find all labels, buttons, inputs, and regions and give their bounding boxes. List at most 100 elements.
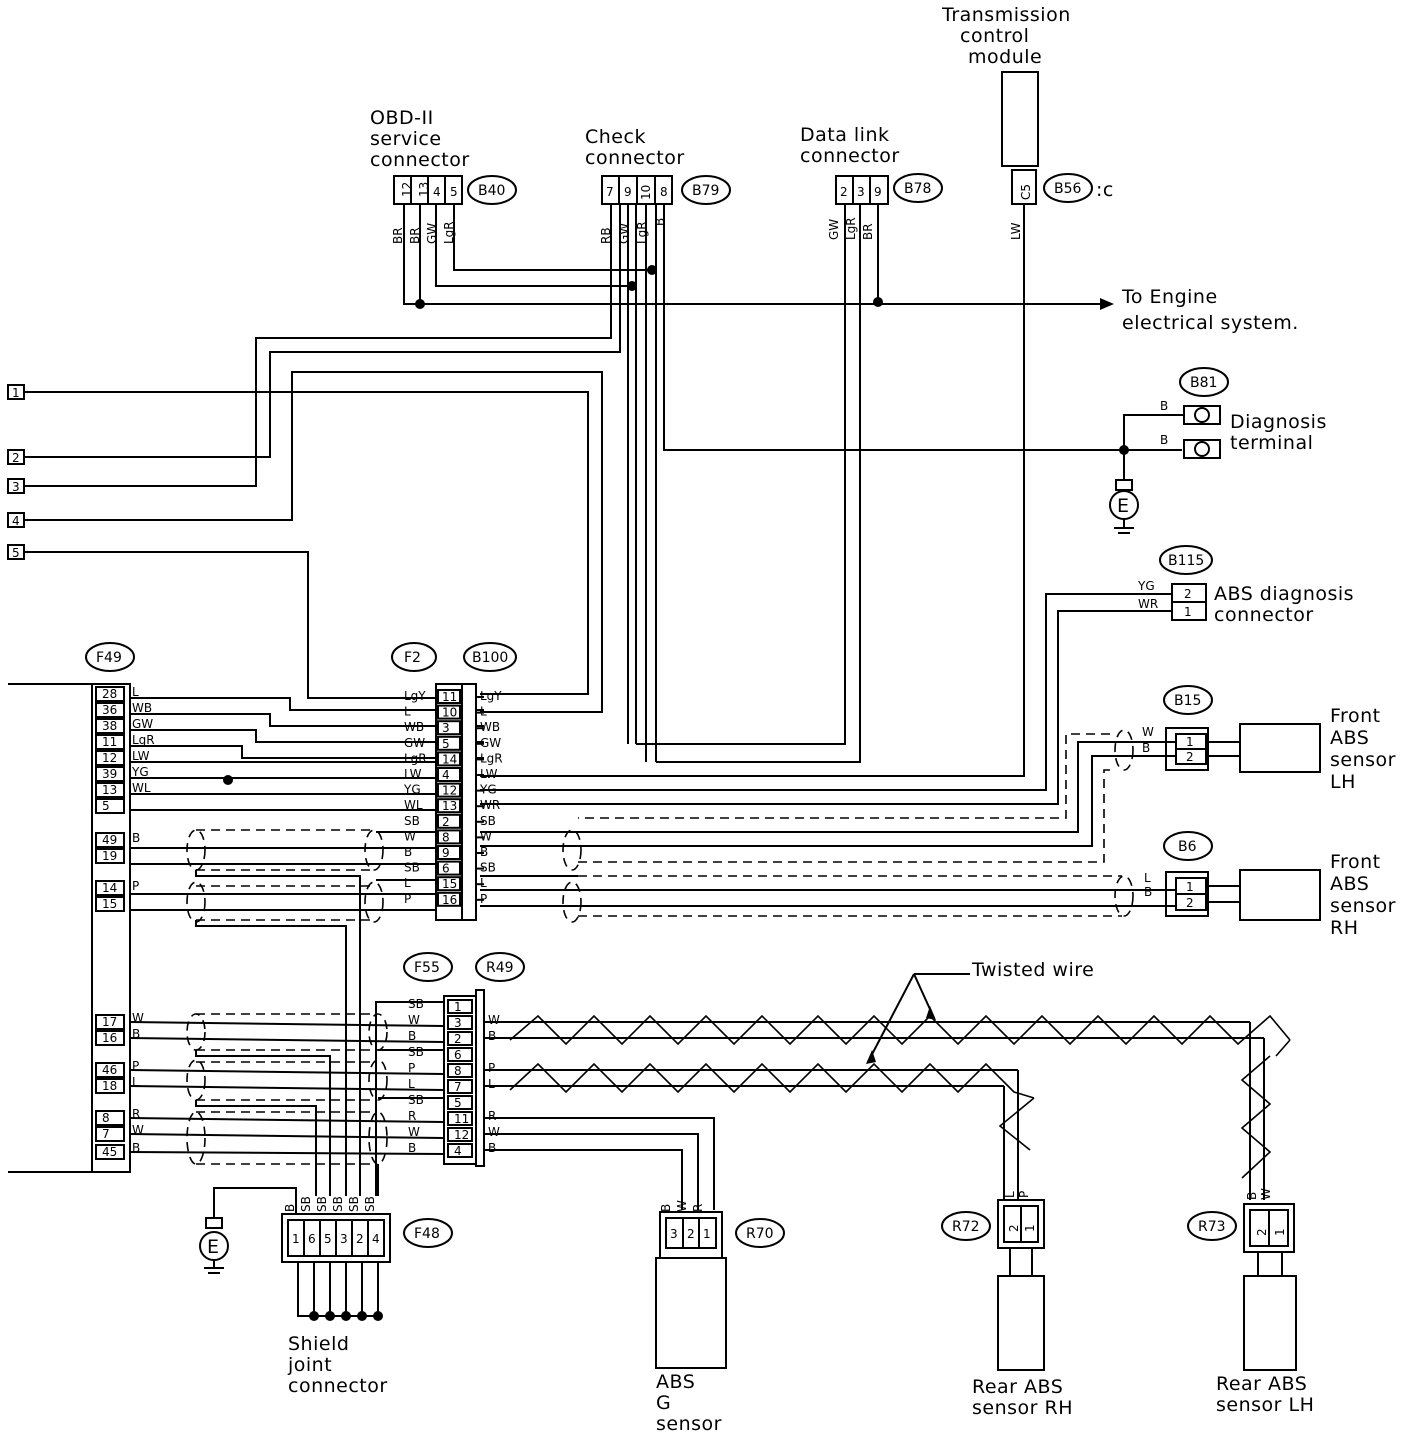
- tcm-label: Transmission control module: [941, 4, 1070, 68]
- shield-joint-connector: 1 6 5 3 2 4 B SB SB SB SB SB: [281, 1196, 391, 1321]
- svg-text:B: B: [1160, 399, 1168, 413]
- f55-wire-color: P: [408, 1061, 415, 1075]
- svg-text:RH: RH: [1330, 917, 1359, 939]
- svg-text:1: 1: [703, 1227, 711, 1241]
- svg-text:12: 12: [400, 182, 414, 197]
- svg-text:3: 3: [340, 1232, 348, 1246]
- svg-text:2: 2: [356, 1232, 364, 1246]
- svg-text:Shield: Shield: [288, 1333, 349, 1355]
- svg-text:sensor: sensor: [1330, 749, 1396, 771]
- f2-pin-cell: [437, 813, 461, 829]
- data-link-connector: 2 3 9: [835, 175, 889, 205]
- f2-wire-color: P: [404, 892, 411, 906]
- abs-diagnosis-connector: B115 2 1 YG WR: [480, 545, 1213, 805]
- svg-text:joint: joint: [287, 1354, 332, 1376]
- b100-wire-color: W: [480, 829, 492, 843]
- f49-wire-color: B: [132, 1141, 140, 1155]
- f2-pin-cell: [437, 704, 461, 720]
- svg-text:8: 8: [660, 185, 668, 199]
- svg-text:YG: YG: [1137, 579, 1155, 593]
- f2-pin-number: 14: [442, 752, 457, 766]
- f2-pin-cell: [437, 876, 461, 892]
- f2-pin-number: 15: [442, 877, 457, 891]
- f2-pin-number: 6: [442, 862, 450, 876]
- svg-text:6: 6: [308, 1232, 316, 1246]
- r49-pin-number: 3: [454, 1016, 462, 1030]
- f49-f2-wire: [129, 908, 436, 911]
- ground-symbol: E: [199, 1187, 297, 1274]
- r49-pin-cell: [447, 1015, 473, 1030]
- f49-pin-cell: [95, 702, 125, 718]
- connector-ref-b100: B100: [463, 642, 517, 672]
- connector-ref-b79: B79: [681, 175, 731, 205]
- f2-pin-cell: [437, 689, 461, 704]
- svg-text:2: 2: [1186, 750, 1194, 764]
- svg-text:5: 5: [12, 546, 20, 560]
- r49-pin-number: 5: [454, 1096, 462, 1110]
- f55-wire-color: W: [408, 1013, 420, 1027]
- upper-shields: [186, 775, 582, 1196]
- b100-wire-color: SB: [480, 814, 496, 828]
- r49-pin-number: 12: [454, 1128, 469, 1142]
- r49-pin-number: 6: [454, 1048, 462, 1062]
- f2-pin-number: 13: [442, 799, 457, 813]
- r49-wire-color: W: [488, 1125, 500, 1139]
- rear-abs-lh: 2 1 B W: [1243, 1188, 1297, 1371]
- f2-wire-color: WL: [404, 798, 423, 812]
- connector-ref-f49: F49: [85, 642, 135, 672]
- f49-pin-number: 28: [102, 687, 117, 701]
- f49-f55-wire: [129, 1085, 445, 1091]
- f49-wire-color: B: [132, 831, 140, 845]
- f49-pin-number: 8: [102, 1111, 110, 1125]
- svg-text:E: E: [207, 1236, 220, 1258]
- f2-pin-cell: [437, 751, 461, 767]
- tcm-wire-color: LW: [1009, 222, 1023, 240]
- f2-wire-color: L: [404, 876, 411, 890]
- f49-f2-wire: [130, 729, 436, 743]
- abs-diagnosis-label: ABS diagnosis connector: [1214, 583, 1354, 626]
- svg-text:RB: RB: [599, 227, 613, 244]
- svg-text:2: 2: [840, 185, 848, 199]
- svg-text:5: 5: [324, 1232, 332, 1246]
- connector-ref-f55: F55: [403, 952, 453, 982]
- f49-wire-color: YG: [131, 765, 149, 779]
- f2-pin-number: 8: [442, 830, 450, 844]
- r49-pin-cell: [447, 1047, 473, 1062]
- svg-text:1: 1: [12, 386, 20, 400]
- f49-pin-cell: [95, 798, 125, 814]
- r49-connector: [475, 989, 485, 1167]
- f2-pin-number: 12: [442, 784, 457, 798]
- svg-text:sensor: sensor: [1330, 895, 1396, 917]
- svg-text:L: L: [1003, 1191, 1017, 1198]
- f2-pin-cell: [437, 782, 461, 798]
- svg-text:1: 1: [1273, 1228, 1287, 1236]
- f55-wire-color: SB: [408, 997, 424, 1011]
- svg-text:3: 3: [857, 185, 865, 199]
- f49-f55-wire: [129, 1117, 445, 1123]
- b100-wire-color: LgY: [480, 689, 502, 703]
- svg-text:electrical system.: electrical system.: [1122, 312, 1299, 334]
- svg-text:B: B: [659, 1204, 673, 1212]
- svg-text:sensor RH: sensor RH: [972, 1397, 1073, 1419]
- f2-pin-number: 11: [442, 690, 457, 704]
- obd-label: OBD-II service connector: [370, 107, 469, 171]
- f55-wire-color: R: [408, 1109, 416, 1123]
- svg-text:F2: F2: [404, 650, 421, 666]
- svg-text:sensor LH: sensor LH: [1216, 1394, 1314, 1416]
- g-sensor: 3 2 1 B W R: [655, 1200, 727, 1369]
- svg-text:module: module: [968, 46, 1042, 68]
- terminal-markers: 1 2 3 4 5: [7, 384, 25, 560]
- svg-text:4: 4: [372, 1232, 380, 1246]
- f49-pin-number: 5: [102, 799, 110, 813]
- f2-wire-color: SB: [404, 861, 420, 875]
- f2-pin-cell: [437, 891, 461, 907]
- svg-text:3: 3: [670, 1227, 678, 1241]
- f2-pin-cell: [437, 798, 461, 814]
- f2-wire-color: LgY: [404, 689, 426, 703]
- f2-pin-number: 10: [442, 706, 457, 720]
- b100-wire-color: B: [480, 845, 488, 859]
- svg-text:B: B: [1245, 1192, 1259, 1200]
- r49-pin-number: 8: [454, 1064, 462, 1078]
- b100-wire-color: LgR: [480, 751, 503, 765]
